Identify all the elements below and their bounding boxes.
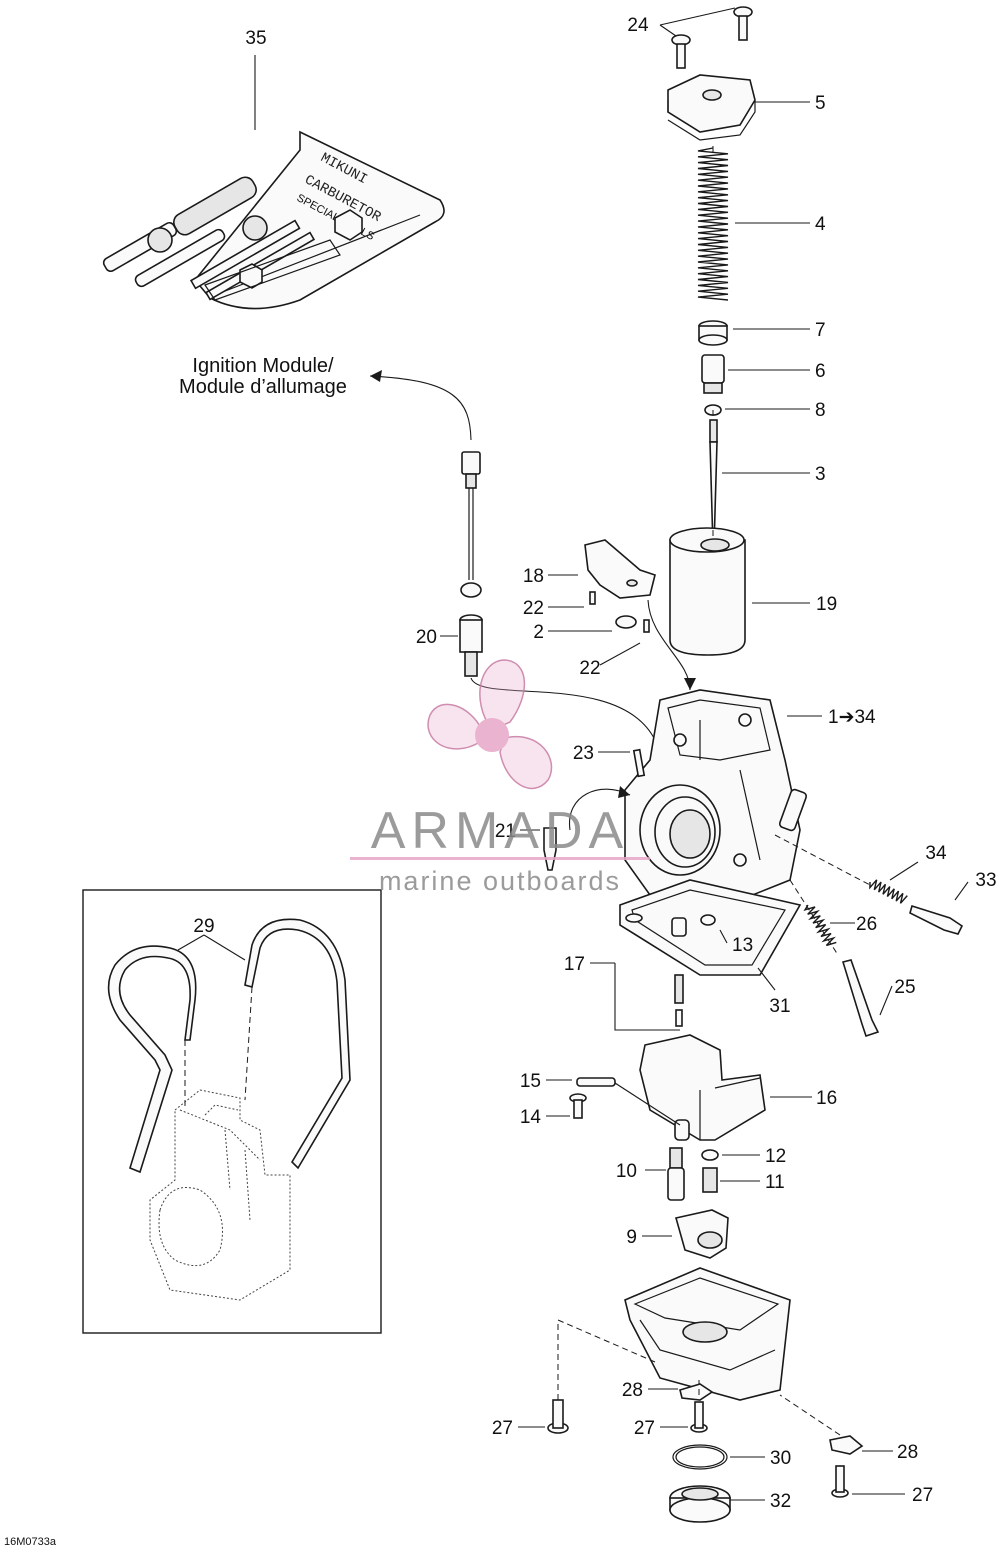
part-throttle-plate <box>584 539 696 691</box>
part-ignition-connector <box>369 370 482 598</box>
part-float-bowl <box>624 1267 791 1401</box>
part-idle-spring <box>803 904 837 947</box>
part-bowl-screws <box>547 1319 864 1498</box>
callout-34: 34 <box>925 843 947 864</box>
callout-25: 25 <box>894 977 915 998</box>
callout-22b: 22 <box>579 658 600 679</box>
callout-32: 32 <box>770 1491 791 1512</box>
callout-2: 2 <box>533 622 544 643</box>
part-needle-retainer <box>701 354 725 394</box>
watermark-brand: ARMADA <box>371 802 629 860</box>
callout-33: 33 <box>975 870 996 891</box>
part-float-bowl-gasket <box>619 879 802 1027</box>
propeller-icon <box>427 659 553 790</box>
part-washer <box>701 1149 719 1161</box>
part-throttle-slide <box>669 527 746 656</box>
callout-12: 12 <box>765 1146 786 1167</box>
part-spring-seat <box>698 320 728 346</box>
part-air-screw-small <box>632 748 646 778</box>
callout-16: 16 <box>816 1088 837 1109</box>
part-float-screw <box>569 1093 587 1119</box>
callout-3: 3 <box>815 464 826 485</box>
part-air-screw-spring <box>869 879 908 904</box>
callout-labels: 35 24 5 4 7 6 8 3 19 18 22 2 22 20 1➔34 … <box>193 15 996 1512</box>
part-jet-needle <box>709 419 718 531</box>
callout-13: 13 <box>732 935 753 956</box>
callout-26: 26 <box>856 914 877 935</box>
callout-11: 11 <box>765 1172 785 1193</box>
part-top-cap <box>667 74 756 141</box>
axis-lines-side <box>774 834 871 956</box>
callout-10: 10 <box>616 1161 637 1182</box>
callout-23: 23 <box>573 743 594 764</box>
callout-14: 14 <box>520 1107 542 1128</box>
part-main-jet <box>702 1167 718 1193</box>
watermark-divider <box>350 857 650 860</box>
watermark-tagline: marine outboards <box>379 866 621 896</box>
callout-28b: 28 <box>897 1442 918 1463</box>
callout-28a: 28 <box>622 1380 643 1401</box>
callout-18: 18 <box>523 566 544 587</box>
watermark-logo: ARMADA marine outboards <box>350 659 650 896</box>
callout-35: 35 <box>245 28 266 49</box>
callout-30: 30 <box>770 1448 791 1469</box>
callout-1: 1➔34 <box>828 707 876 728</box>
callout-9: 9 <box>626 1227 637 1248</box>
figure-code: 16M0733a <box>4 1536 57 1548</box>
callout-24: 24 <box>627 15 649 36</box>
part-needle-jet <box>667 1147 685 1201</box>
callout-17: 17 <box>564 954 585 975</box>
propeller-hub <box>475 718 509 752</box>
leader-17-bracket <box>614 963 680 1031</box>
ignition-module-note-line2: Module d’allumage <box>179 376 347 398</box>
callout-29: 29 <box>193 916 214 937</box>
callout-27c: 27 <box>912 1485 933 1506</box>
part-float <box>639 1034 766 1141</box>
part-drain-plug <box>669 1485 731 1523</box>
inset-vent-hoses <box>82 889 382 1334</box>
callout-22a: 22 <box>523 598 544 619</box>
callout-4: 4 <box>815 214 826 235</box>
callout-6: 6 <box>815 361 826 382</box>
ignition-module-note-line1: Ignition Module/ <box>192 355 334 377</box>
part-o-ring <box>672 1444 728 1470</box>
callout-27a: 27 <box>492 1418 513 1439</box>
part-cap-screws <box>659 6 753 69</box>
callout-5: 5 <box>815 93 826 114</box>
part-slide-spring <box>697 147 729 301</box>
part-float-pin <box>576 1077 681 1126</box>
part-idle-screw <box>841 959 880 1038</box>
callout-8: 8 <box>815 400 826 421</box>
part-air-screw <box>909 904 964 935</box>
part-carburetor-body <box>569 689 808 901</box>
part-baffle <box>675 1209 729 1259</box>
leader-lines <box>254 55 969 1501</box>
callout-21: 21 <box>495 821 516 842</box>
callout-15: 15 <box>520 1071 541 1092</box>
callout-20: 20 <box>416 627 437 648</box>
callout-31: 31 <box>769 996 790 1017</box>
callout-7: 7 <box>815 320 826 341</box>
callout-27b: 27 <box>634 1418 655 1439</box>
callout-19: 19 <box>816 594 837 615</box>
part-tool-kit: MIKUNI CARBURETOR SPECIAL TOOLS <box>102 130 445 310</box>
